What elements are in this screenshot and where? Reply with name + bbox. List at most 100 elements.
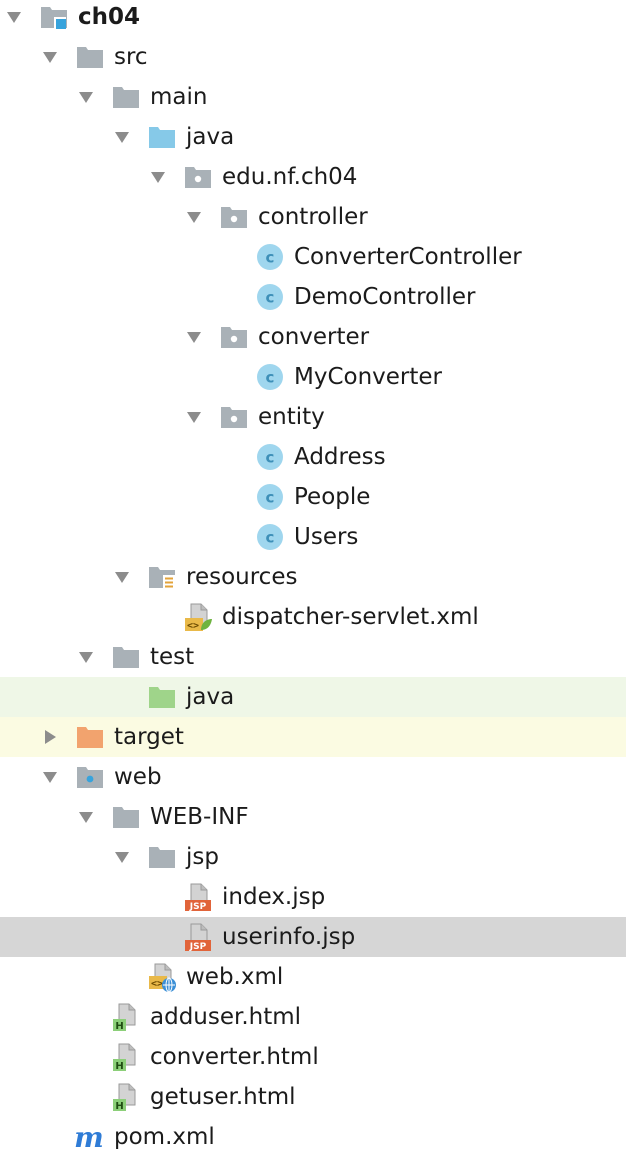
- tree-row-java[interactable]: java: [0, 117, 626, 157]
- tree-item-label: web.xml: [186, 964, 284, 990]
- tree-row-resources[interactable]: resources: [0, 557, 626, 597]
- tree-row-people[interactable]: c People: [0, 477, 626, 517]
- tree-item-label: DemoController: [294, 284, 476, 310]
- tree-item-label: test: [150, 644, 195, 670]
- excluded-folder-icon: [74, 721, 106, 753]
- class-icon: c: [254, 481, 286, 513]
- expand-arrow-down-icon[interactable]: [76, 807, 96, 827]
- jsp-file-icon: JSP: [182, 921, 214, 953]
- tree-item-label: ConverterController: [294, 244, 522, 270]
- svg-text:c: c: [266, 529, 275, 547]
- tree-item-label: web: [114, 764, 162, 790]
- tree-row-entity[interactable]: entity: [0, 397, 626, 437]
- tree-row-index-jsp[interactable]: JSP index.jsp: [0, 877, 626, 917]
- tree-item-label: MyConverter: [294, 364, 443, 390]
- html-file-icon: H: [110, 1041, 142, 1073]
- html-file-icon: H: [110, 1081, 142, 1113]
- tree-row-web-inf[interactable]: WEB-INF: [0, 797, 626, 837]
- class-icon: c: [254, 241, 286, 273]
- svg-text:c: c: [266, 449, 275, 467]
- tree-row-pom-xml[interactable]: m pom.xml: [0, 1117, 626, 1157]
- expand-arrow-down-icon[interactable]: [184, 207, 204, 227]
- tree-row-web-xml[interactable]: <> web.xml: [0, 957, 626, 997]
- tree-row-users[interactable]: c Users: [0, 517, 626, 557]
- test-root-folder-icon: [146, 681, 178, 713]
- resources-folder-icon: [146, 561, 178, 593]
- expand-arrow-down-icon[interactable]: [76, 647, 96, 667]
- expand-arrow-down-icon[interactable]: [112, 847, 132, 867]
- tree-item-label: resources: [186, 564, 298, 590]
- expand-arrow-down-icon[interactable]: [112, 127, 132, 147]
- expand-arrow-right-icon[interactable]: [40, 727, 60, 747]
- maven-file-icon: m: [74, 1121, 106, 1153]
- tree-item-label: userinfo.jsp: [222, 924, 356, 950]
- tree-item-label: src: [114, 44, 148, 70]
- tree-item-label: index.jsp: [222, 884, 326, 910]
- tree-row-target[interactable]: target: [0, 717, 626, 757]
- svg-text:JSP: JSP: [189, 902, 207, 912]
- expand-arrow-down-icon[interactable]: [148, 167, 168, 187]
- svg-text:c: c: [266, 249, 275, 267]
- tree-item-label: entity: [258, 404, 325, 430]
- tree-item-label: main: [150, 84, 208, 110]
- tree-row-convertercontroller[interactable]: c ConverterController: [0, 237, 626, 277]
- tree-item-label: converter.html: [150, 1044, 319, 1070]
- package-icon: [218, 401, 250, 433]
- tree-item-label: dispatcher-servlet.xml: [222, 604, 479, 630]
- tree-row-address[interactable]: c Address: [0, 437, 626, 477]
- package-icon: [218, 321, 250, 353]
- tree-row-ch04[interactable]: ch04: [0, 0, 626, 37]
- expand-arrow-down-icon[interactable]: [40, 767, 60, 787]
- folder-icon: [110, 801, 142, 833]
- expand-arrow-down-icon[interactable]: [184, 327, 204, 347]
- tree-row-controller[interactable]: controller: [0, 197, 626, 237]
- tree-row-java[interactable]: java: [0, 677, 626, 717]
- tree-item-label: WEB-INF: [150, 804, 249, 830]
- tree-row-dispatcher-servlet-xml[interactable]: <> dispatcher-servlet.xml: [0, 597, 626, 637]
- tree-item-label: pom.xml: [114, 1124, 215, 1150]
- tree-item-label: converter: [258, 324, 370, 350]
- svg-text:H: H: [115, 1021, 123, 1032]
- tree-item-label: getuser.html: [150, 1084, 296, 1110]
- expand-arrow-down-icon[interactable]: [76, 87, 96, 107]
- expand-arrow-down-icon[interactable]: [40, 47, 60, 67]
- svg-text:m: m: [74, 1121, 104, 1153]
- svg-text:<>: <>: [187, 621, 199, 632]
- expand-arrow-down-icon[interactable]: [112, 567, 132, 587]
- svg-text:c: c: [266, 289, 275, 307]
- tree-item-label: java: [186, 124, 235, 150]
- tree-item-label: People: [294, 484, 371, 510]
- expand-arrow-down-icon[interactable]: [184, 407, 204, 427]
- tree-row-userinfo-jsp[interactable]: JSP userinfo.jsp: [0, 917, 626, 957]
- jsp-file-icon: JSP: [182, 881, 214, 913]
- tree-row-converter[interactable]: converter: [0, 317, 626, 357]
- tree-row-myconverter[interactable]: c MyConverter: [0, 357, 626, 397]
- tree-item-label: Users: [294, 524, 359, 550]
- tree-item-label: jsp: [186, 844, 219, 870]
- svg-text:JSP: JSP: [189, 942, 207, 952]
- tree-row-test[interactable]: test: [0, 637, 626, 677]
- tree-row-jsp[interactable]: jsp: [0, 837, 626, 877]
- tree-item-label: adduser.html: [150, 1004, 302, 1030]
- tree-item-label: controller: [258, 204, 368, 230]
- tree-row-main[interactable]: main: [0, 77, 626, 117]
- tree-row-democontroller[interactable]: c DemoController: [0, 277, 626, 317]
- class-icon: c: [254, 441, 286, 473]
- svg-text:H: H: [115, 1061, 123, 1072]
- tree-row-web[interactable]: web: [0, 757, 626, 797]
- class-icon: c: [254, 361, 286, 393]
- expand-arrow-down-icon[interactable]: [4, 7, 24, 27]
- package-icon: [182, 161, 214, 193]
- class-icon: c: [254, 521, 286, 553]
- html-file-icon: H: [110, 1001, 142, 1033]
- tree-row-edu-nf-ch04[interactable]: edu.nf.ch04: [0, 157, 626, 197]
- tree-row-src[interactable]: src: [0, 37, 626, 77]
- class-icon: c: [254, 281, 286, 313]
- tree-item-label: Address: [294, 444, 386, 470]
- svg-text:c: c: [266, 369, 275, 387]
- svg-text:<>: <>: [151, 979, 163, 990]
